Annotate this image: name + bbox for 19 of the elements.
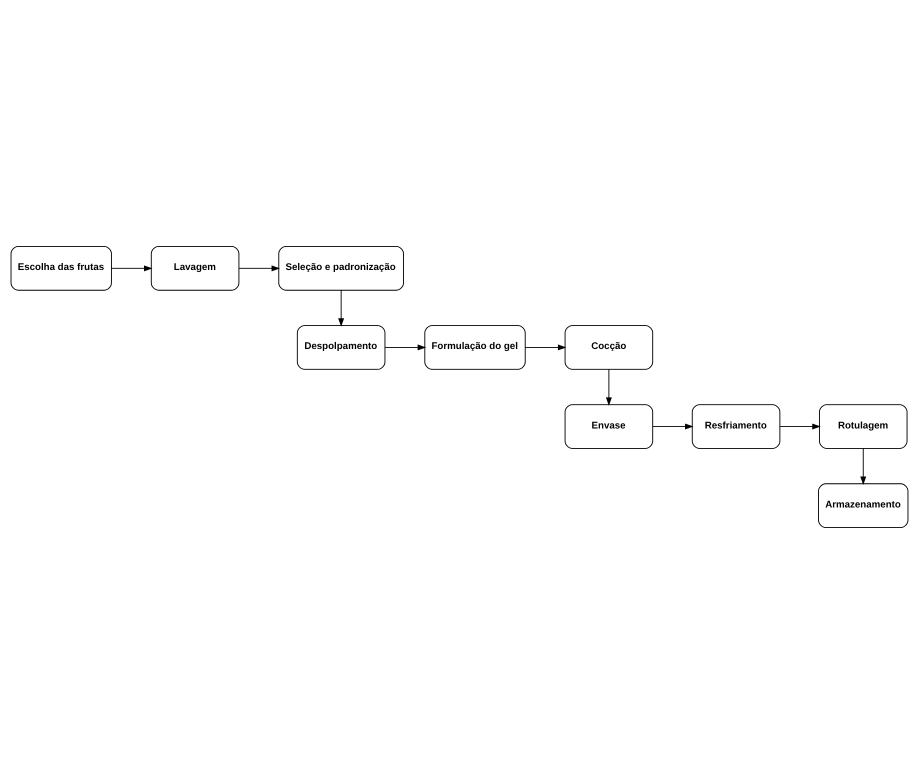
arrow: [238, 265, 280, 272]
arrow: [860, 448, 866, 486]
node-box: Resfriamento: [692, 404, 780, 449]
node-box: Formulação do gel: [424, 325, 526, 370]
node-box: Rotulagem: [818, 404, 908, 449]
arrow: [652, 424, 694, 430]
node-box: Escolha das frutas: [10, 246, 112, 291]
node-box: Envase: [564, 404, 654, 449]
node-box: Armazenamento: [818, 483, 908, 528]
arrow: [110, 265, 153, 272]
node-box: Despolpamento: [296, 325, 386, 370]
node-box: Cocção: [564, 325, 654, 370]
node-box: Lavagem: [150, 246, 240, 291]
arrow: [384, 344, 426, 350]
arrow: [780, 424, 821, 430]
arrow: [338, 290, 344, 327]
node-box: Seleção e padronização: [278, 246, 404, 291]
arrow: [525, 344, 566, 350]
arrow: [606, 369, 612, 406]
